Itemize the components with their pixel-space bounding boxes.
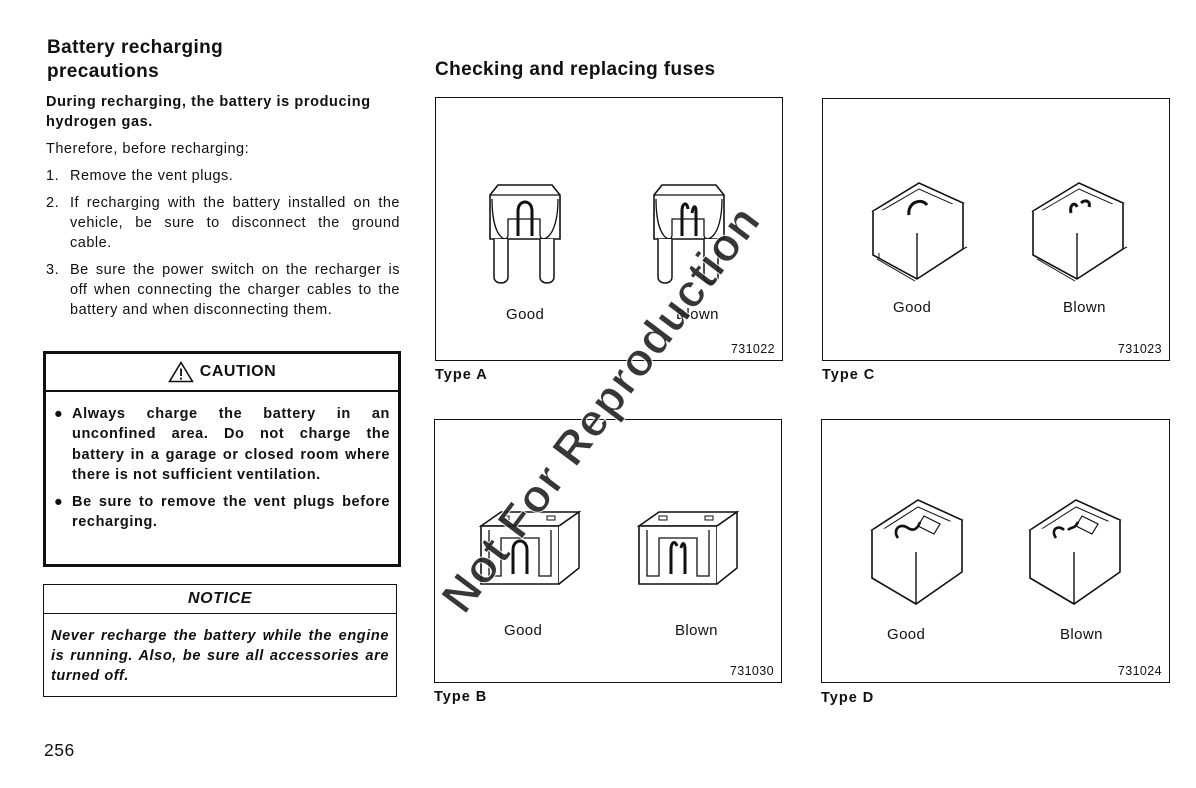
- fuse-panel-type-a: Good Blown 731022: [435, 97, 783, 361]
- cartridge-fuse-good-illustration: [871, 182, 968, 282]
- fuse-blown-label: Blown: [1060, 626, 1103, 643]
- figure-code: 731023: [1117, 342, 1162, 356]
- fuse-type-label: Type C: [822, 367, 876, 383]
- cartridge-fuse-blown-illustration: [1028, 499, 1122, 605]
- page-number: 256: [44, 740, 75, 760]
- cartridge-fuse-blown-illustration: [1031, 182, 1128, 282]
- mini-fuse-good-illustration: [478, 510, 582, 585]
- list-item: ● Be sure to remove the vent plugs before…: [54, 492, 390, 533]
- fuse-blown-label: Blown: [676, 306, 719, 323]
- lead-text: During recharging, the battery is produc…: [46, 94, 371, 130]
- list-item: 1. Remove the vent plugs.: [46, 166, 400, 186]
- list-item: ● Always charge the battery in an unconfi…: [54, 404, 390, 485]
- fuse-good-label: Good: [504, 622, 543, 639]
- fuse-good-label: Good: [506, 306, 545, 323]
- step-text: Remove the vent plugs.: [70, 168, 234, 184]
- caution-box: CAUTION ● Always charge the battery in an…: [43, 351, 401, 567]
- bullet-icon: ●: [54, 406, 64, 422]
- blade-fuse-blown-illustration: [653, 184, 725, 284]
- cartridge-fuse-good-illustration: [870, 499, 964, 605]
- list-item: 2. If recharging with the battery install…: [46, 193, 400, 253]
- steps-list: 1. Remove the vent plugs. 2. If recharging…: [46, 166, 400, 327]
- bullet-icon: ●: [54, 494, 64, 511]
- notice-box: NOTICE Never recharge the battery while …: [43, 584, 397, 697]
- figure-code: 731024: [1117, 664, 1162, 678]
- fuse-good-label: Good: [887, 626, 926, 643]
- step-number: 3.: [46, 262, 60, 278]
- notice-title: NOTICE: [44, 585, 396, 614]
- caution-text: Be sure to remove the vent plugs before …: [72, 494, 390, 531]
- mini-fuse-blown-illustration: [636, 510, 740, 585]
- fuse-type-label: Type B: [434, 689, 488, 705]
- fuse-blown-label: Blown: [1063, 299, 1106, 316]
- blade-fuse-good-illustration: [489, 184, 561, 284]
- list-item: 3. Be sure the power switch on the rechar…: [46, 260, 400, 320]
- figure-code: 731022: [730, 342, 775, 356]
- fuse-type-label: Type D: [821, 690, 875, 706]
- notice-text: Never recharge the battery while the eng…: [51, 628, 389, 684]
- fuse-type-label: Type A: [435, 367, 488, 383]
- caution-title: CAUTION: [199, 363, 277, 380]
- figure-code: 731030: [729, 664, 774, 678]
- section-heading-battery: Battery recharging precautions: [47, 37, 224, 82]
- step-text: If recharging with the battery installed…: [70, 195, 400, 251]
- fuse-blown-label: Blown: [675, 622, 718, 639]
- step-number: 1.: [46, 168, 60, 184]
- section-heading-fuses: Checking and replacing fuses: [435, 59, 716, 80]
- caution-list: ● Always charge the battery in an unconfi…: [46, 392, 398, 533]
- step-number: 2.: [46, 195, 60, 211]
- caution-header: CAUTION: [46, 354, 398, 392]
- caution-text: Always charge the battery in an unconfin…: [72, 406, 390, 483]
- fuse-panel-type-c: Good Blown 731023: [822, 98, 1170, 361]
- fuse-good-label: Good: [893, 299, 932, 316]
- intro-text: Therefore, before recharging:: [46, 141, 250, 157]
- fuse-panel-type-b: Good Blown 731030: [434, 419, 782, 683]
- warning-triangle-icon: [167, 361, 194, 383]
- step-text: Be sure the power switch on the recharge…: [70, 262, 400, 318]
- fuse-panel-type-d: Good Blown 731024: [821, 419, 1170, 683]
